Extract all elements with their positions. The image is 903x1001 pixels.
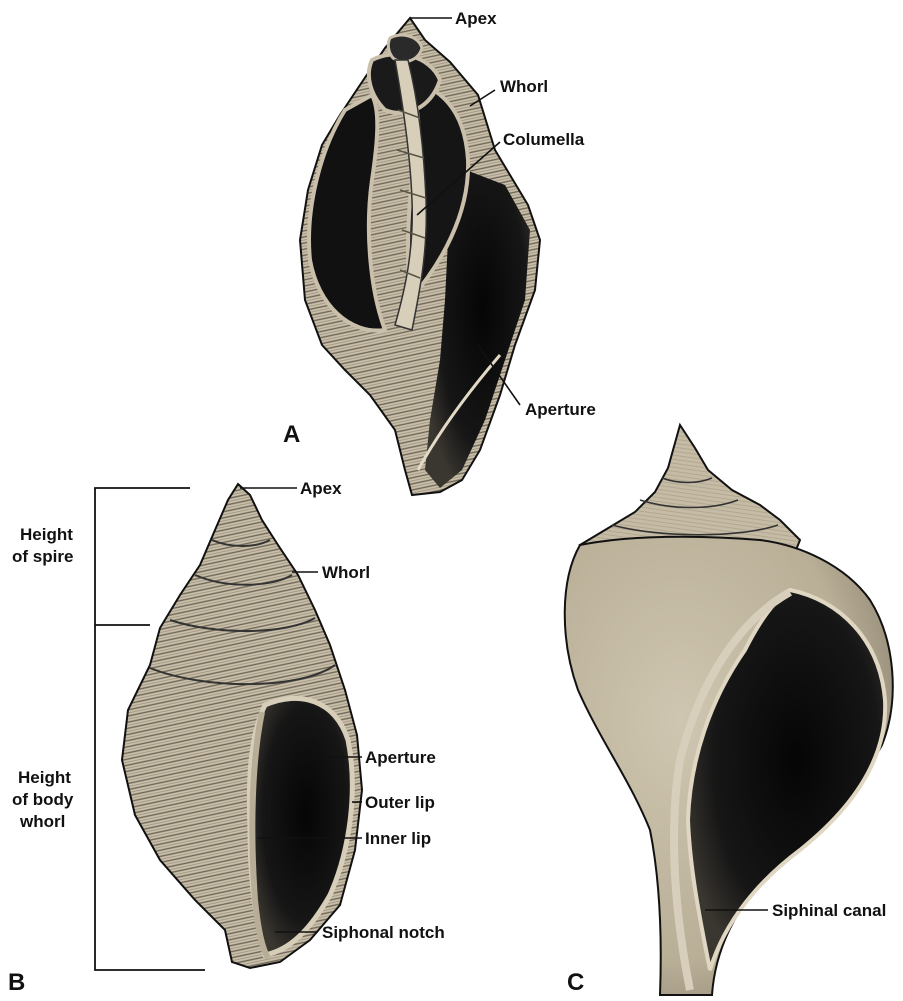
label-a-aperture: Aperture [525, 400, 596, 419]
label-b-apex: Apex [300, 479, 342, 498]
shell-b-drawing [122, 484, 362, 968]
label-b-siphonal-notch: Siphonal notch [322, 923, 445, 942]
label-c-siphonal-canal: Siphinal canal [772, 901, 886, 920]
panel-letter-a: A [283, 421, 300, 448]
label-b-height-of-spire-2: of spire [12, 547, 73, 566]
label-a-apex: Apex [455, 9, 497, 28]
label-b-height-of-body-whorl-3: whorl [19, 812, 65, 831]
label-b-aperture: Aperture [365, 748, 436, 767]
label-b-height-of-body-whorl-2: of body [12, 790, 74, 809]
label-b-height-of-spire-1: Height [20, 525, 73, 544]
panel-letter-c: C [567, 969, 584, 996]
label-b-outer-lip: Outer lip [365, 793, 435, 812]
label-a-whorl: Whorl [500, 77, 548, 96]
label-a-columella: Columella [503, 130, 585, 149]
label-b-height-of-body-whorl-1: Height [18, 768, 71, 787]
label-b-inner-lip: Inner lip [365, 829, 431, 848]
panel-letter-b: B [8, 969, 25, 996]
label-b-whorl: Whorl [322, 563, 370, 582]
